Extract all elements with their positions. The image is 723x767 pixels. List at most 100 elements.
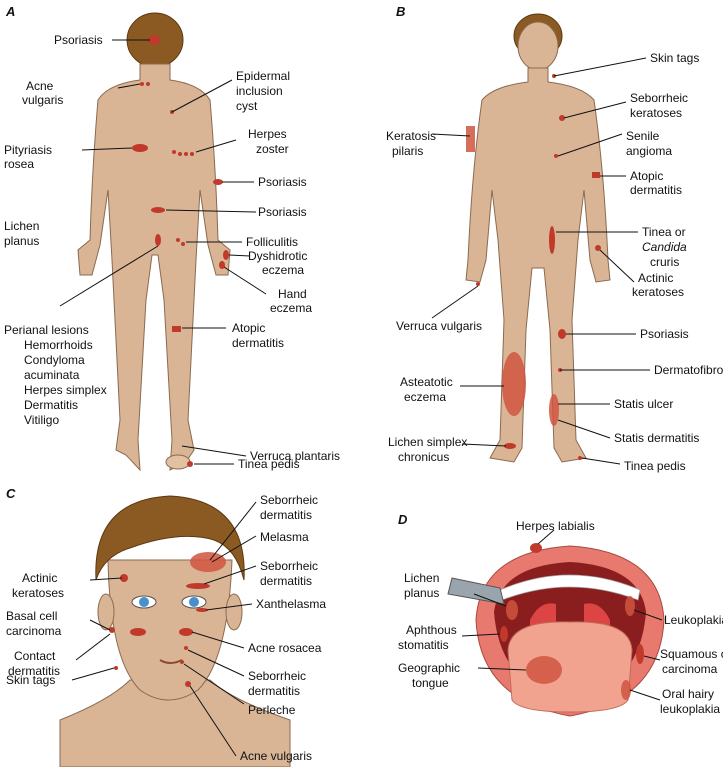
label-folliculitis: Folliculitis: [246, 235, 298, 249]
lesion-b-verruca: [476, 282, 480, 286]
lesion-a-zoster: [178, 152, 182, 156]
label-verruca-vulgaris: Verruca vulgaris: [396, 319, 482, 333]
label-acne-rosacea: Acne rosacea: [248, 641, 322, 655]
label-tinea-cruris: Tinea or: [642, 225, 686, 239]
lesion-d-lichen: [506, 600, 518, 620]
lesion-a-atopic: [172, 326, 181, 332]
label-statis-ulcer: Statis ulcer: [614, 397, 673, 411]
label-senile-angioma: angioma: [626, 144, 672, 158]
panel-a-letter: A: [5, 4, 15, 19]
lesion-c-melasma: [190, 552, 226, 572]
lesion-c-rosacea-right: [179, 628, 193, 636]
label-perianal-item: Vitiligo: [24, 413, 59, 427]
lesion-a-arm-psoriasis: [213, 179, 223, 185]
label-tinea-pedis-a: Tinea pedis: [238, 457, 300, 471]
label-epidermal-cyst: Epidermal: [236, 69, 290, 83]
label-pityriasis: Pityriasis: [4, 143, 52, 157]
label-dermatofibroma: Dermatofibroma: [654, 363, 723, 377]
label-perianal-item: Condyloma: [24, 353, 85, 367]
label-acne-vulgaris-c: Acne vulgaris: [240, 749, 312, 763]
label-aphthous: Aphthous: [406, 623, 457, 637]
label-tinea-pedis-b: Tinea pedis: [624, 459, 686, 473]
label-seb-ker-b: Seborrheic: [630, 91, 688, 105]
figure-c-left-ear: [98, 594, 114, 630]
lesion-c-perleche: [180, 660, 184, 664]
lesion-c-rosacea-left: [130, 628, 146, 636]
figure-b-face: [518, 22, 558, 70]
figure-b-front-body: [466, 14, 610, 462]
label-pityriasis: rosea: [4, 157, 34, 171]
label-basal-cell: Basal cell: [6, 609, 57, 623]
figure-b-torso: [466, 68, 610, 462]
label-seb-derm-c-mid: Seborrheic: [260, 559, 318, 573]
label-atopic-b: Atopic: [630, 169, 663, 183]
label-oral-hairy: leukoplakia: [660, 702, 720, 716]
label-herpes-zoster: Herpes: [248, 127, 287, 141]
label-lichen-simplex: Lichen simplex: [388, 435, 467, 449]
label-epidermal-cyst: inclusion: [236, 84, 283, 98]
label-oral-hairy: Oral hairy: [662, 687, 714, 701]
panel-d-letter: D: [398, 512, 408, 527]
label-leukoplakia: Leukoplakia: [664, 613, 723, 627]
label-seb-derm-c-low: Seborrheic: [248, 669, 306, 683]
label-herpes-zoster: zoster: [256, 142, 289, 156]
label-lichen-planus: planus: [4, 234, 39, 248]
lesion-a-folliculitis: [181, 242, 185, 246]
label-lichen-d: planus: [404, 586, 439, 600]
panel-c-letter: C: [6, 486, 16, 501]
label-atopic-b: dermatitis: [630, 183, 682, 197]
panel-b-letter: B: [396, 4, 405, 19]
lesion-a-zoster: [190, 152, 194, 156]
lesion-d-hairy: [621, 680, 631, 700]
label-melasma: Melasma: [260, 530, 309, 544]
label-perianal-item: Herpes simplex: [24, 383, 107, 397]
label-aphthous: stomatitis: [398, 638, 449, 652]
label-seb-ker-b: keratoses: [630, 106, 682, 120]
lesion-d-geographic: [526, 656, 562, 684]
figure-a-heel: [166, 455, 190, 469]
lesion-a-dyshidrotic: [223, 250, 229, 260]
label-seb-derm-c-mid: dermatitis: [260, 574, 312, 588]
label-psoriasis-scalp: Psoriasis: [54, 33, 103, 47]
figure-c-left-iris: [139, 597, 149, 607]
label-geographic: tongue: [412, 676, 449, 690]
label-perleche: Perleche: [248, 703, 296, 717]
label-asteatotic: eczema: [404, 390, 446, 404]
lesion-b-statis: [549, 394, 559, 426]
label-herpes-labialis: Herpes labialis: [516, 519, 595, 533]
label-acne: Acne: [26, 79, 54, 93]
panel-c: C: [6, 486, 326, 767]
label-basal-cell: carcinoma: [6, 624, 62, 638]
lesion-a-back-psoriasis: [151, 207, 165, 213]
label-hand-eczema: Hand: [278, 287, 307, 301]
label-tinea-cruris: cruris: [650, 255, 679, 269]
label-squamous: Squamous cell: [660, 647, 723, 661]
label-acne: vulgaris: [22, 93, 63, 107]
label-skin-tags-b: Skin tags: [650, 51, 699, 65]
label-statis-dermatitis: Statis dermatitis: [614, 431, 699, 445]
lesion-a-zoster: [172, 150, 176, 154]
label-tinea-cruris: Candida: [642, 240, 687, 254]
label-dyshidrotic: eczema: [262, 263, 304, 277]
label-seb-derm-c-top: dermatitis: [260, 508, 312, 522]
label-skin-tags-c: Skin tags: [6, 673, 55, 687]
lesion-b-psoriasis: [558, 329, 566, 339]
label-lichen-planus: Lichen: [4, 219, 39, 233]
lesion-b-tinea-cruris: [549, 226, 555, 254]
lesion-b-angioma: [554, 154, 558, 158]
label-psoriasis-arm: Psoriasis: [258, 175, 307, 189]
lesion-a-tinea: [187, 461, 193, 467]
label-asteatotic: Asteatotic: [400, 375, 453, 389]
label-geographic: Geographic: [398, 661, 460, 675]
label-actinic-c: keratoses: [12, 586, 64, 600]
label-perianal-item: acuminata: [24, 368, 80, 382]
label-seb-derm-c-top: Seborrheic: [260, 493, 318, 507]
label-contact-dermatitis: Contact: [14, 649, 56, 663]
label-perianal-item: Dermatitis: [24, 398, 78, 412]
lesion-c-seb-derm-fold: [184, 646, 188, 650]
lesion-b-keratosis-pilaris: [466, 126, 475, 152]
lesion-d-herpes: [530, 543, 542, 553]
lesion-b-atopic: [592, 172, 600, 178]
label-seb-derm-c-low: dermatitis: [248, 684, 300, 698]
